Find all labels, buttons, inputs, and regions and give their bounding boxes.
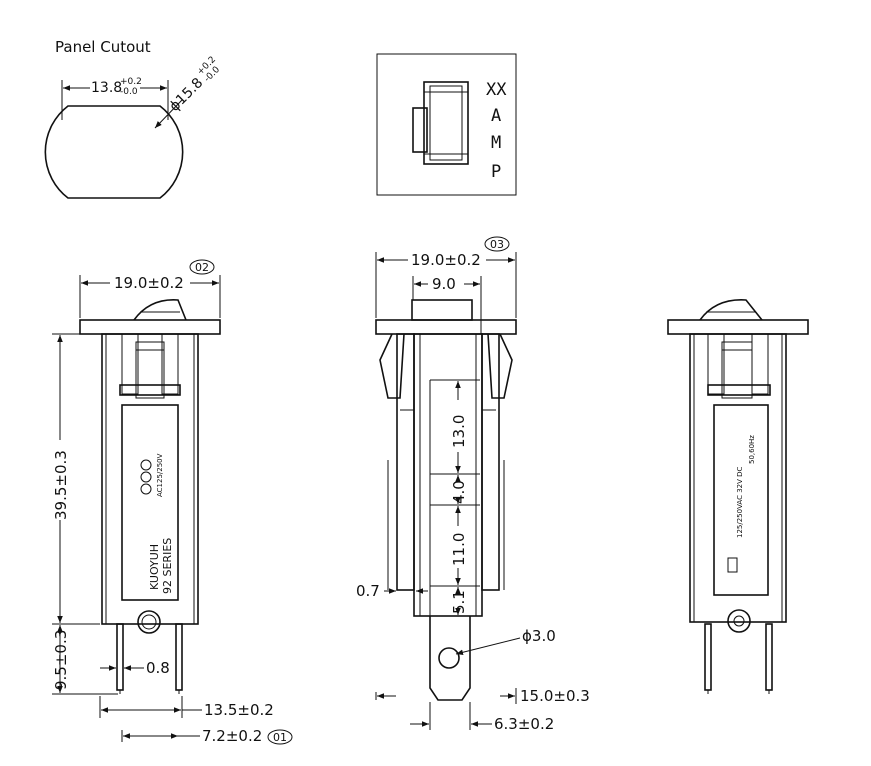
front-pin-span-dim: 13.5±0.2 [204,701,274,719]
side-terminal-length-dim: 15.0±0.3 [520,687,590,705]
ul-recognized-mark-icon [727,557,738,573]
front-label-rating: AC125/250V [156,453,164,497]
rear-label-rating2: 50,60Hz [748,435,756,464]
front-height-dim: 39.5±0.3 [52,450,70,520]
front-width-dim: 19.0±0.2 [114,274,184,292]
front-view: KUOYUH 92 SERIES AC125/250V 02 19.0±0.2 … [52,259,293,745]
rear-label-rating1: 125/250VAC 32V DC [736,466,744,538]
cutout-width-dim: 13.8 [91,80,122,96]
front-pin-length-dim: 9.5±0.3 [52,630,70,690]
amp-letter-p: P [491,162,501,182]
side-thickness-dim: 0.7 [356,582,380,600]
side-seg4-dim: 5.1 [450,590,468,614]
amp-letter-xx: XX [486,80,507,100]
cutout-width-tol-minus: -0.0 [120,87,138,97]
button-detail: XX A M P [376,53,517,196]
amp-letter-m: M [491,133,501,153]
panel-cutout: Panel Cutout 13.8 +0.2 -0.0 ϕ15.8 +0.2 -… [44,38,222,199]
side-seg2-dim: 4.0 [450,480,468,504]
ce-mark-icon [140,471,152,483]
vde-mark-icon [140,459,152,471]
front-pin-thickness-dim: 0.8 [146,659,170,677]
amp-letter-a: A [491,106,501,126]
front-callout-pin: 01 [273,731,287,744]
side-width-dim: 19.0±0.2 [411,251,481,269]
front-pin-offset-dim: 7.2±0.2 [202,727,262,745]
cutout-width-tol-plus: +0.2 [120,77,142,87]
front-callout-width: 02 [195,261,209,274]
panel-cutout-title: Panel Cutout [55,38,151,56]
front-label-kuoyuh: KUOYUH [148,544,161,590]
side-seg3-dim: 11.0 [450,533,468,566]
front-label-series: 92 SERIES [161,538,174,594]
side-view: 03 19.0±0.2 9.0 13.0 4.0 11.0 5.1 0.7 ϕ3… [356,236,590,733]
side-hole-dim: ϕ3.0 [522,627,556,645]
cutout-shape [44,105,184,199]
cutout-diameter-dim: ϕ15.8 [167,75,207,115]
side-terminal-width-dim: 6.3±0.2 [494,715,554,733]
side-inner-dim: 9.0 [432,275,456,293]
side-callout: 03 [490,238,504,251]
rear-view: 125/250VAC 32V DC 50,60Hz [667,299,809,694]
side-seg1-dim: 13.0 [450,415,468,448]
ul-mark-icon [140,483,152,495]
